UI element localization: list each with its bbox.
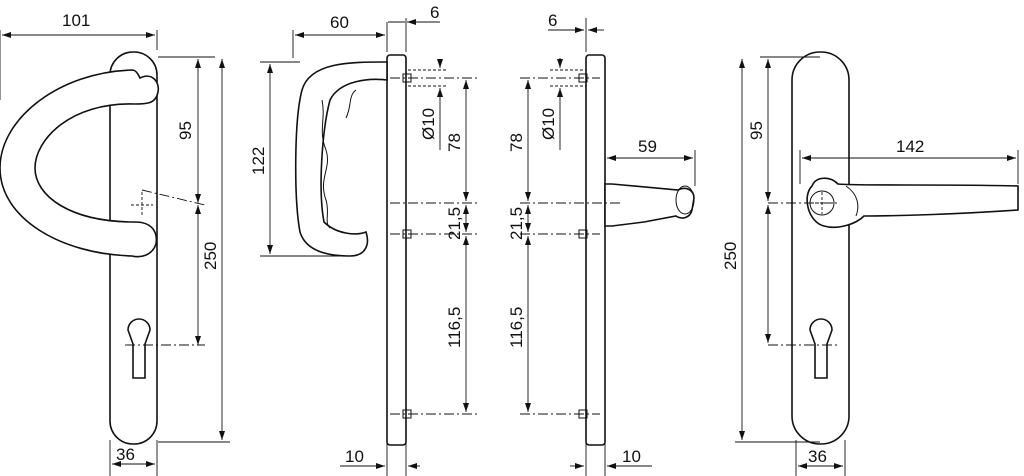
dim-lever-side-bottom-label: 10 [622, 447, 641, 466]
dim-lever-plate-length-label: 250 [721, 242, 740, 270]
dim-lever-upper-span-label: 95 [747, 121, 766, 140]
lever-handle-side-view: 6 Ø10 78 21,5 116,5 59 10 [507, 11, 696, 476]
dim-side-upper-label: 78 [445, 133, 464, 152]
lever-handle [806, 177, 1019, 229]
dim-lever-length-label: 142 [896, 137, 924, 156]
d-handle [0, 69, 160, 258]
side-backplate [386, 54, 407, 446]
dim-lever-side-thickness-label: 6 [548, 11, 557, 30]
lever-cylinder-cutout [809, 318, 833, 379]
dim-side-hole-label: Ø10 [419, 108, 438, 140]
side-handle-profile [294, 61, 388, 257]
dim-side-height-label: 122 [249, 147, 268, 175]
dim-lever-side-lower-label: 116,5 [507, 307, 526, 348]
lever-side-backplate [585, 54, 606, 446]
dim-lever-side-upper-label: 78 [507, 133, 526, 152]
dim-lever-side-mid-label: 21,5 [507, 207, 526, 240]
dim-plate-length-label: 250 [201, 242, 220, 270]
dim-plate-width-label: 36 [116, 445, 135, 464]
dim-upper-span-label: 95 [176, 121, 195, 140]
lever-side-profile [604, 183, 695, 227]
dim-side-thickness-label: 6 [430, 3, 439, 22]
dim-side-bottom-label: 10 [345, 447, 364, 466]
dim-lever-plate-width-label: 36 [808, 447, 827, 466]
dim-side-lower-label: 116,5 [445, 307, 464, 348]
dim-side-mid-label: 21,5 [445, 207, 464, 240]
cylinder-cutout [127, 318, 151, 379]
dim-depth-label: 101 [62, 11, 90, 30]
dim-lever-side-depth-label: 59 [638, 137, 657, 156]
lever-backplate [791, 51, 850, 445]
pull-handle-side-view: 60 6 122 Ø10 78 21,5 116,5 10 [249, 3, 480, 476]
dim-side-depth-label: 60 [330, 13, 349, 32]
pull-handle-front-view: 101 95 250 36 [0, 11, 230, 476]
dim-lever-side-hole-label: Ø10 [539, 108, 558, 140]
lever-handle-front-view: 142 95 250 36 [721, 51, 1019, 476]
